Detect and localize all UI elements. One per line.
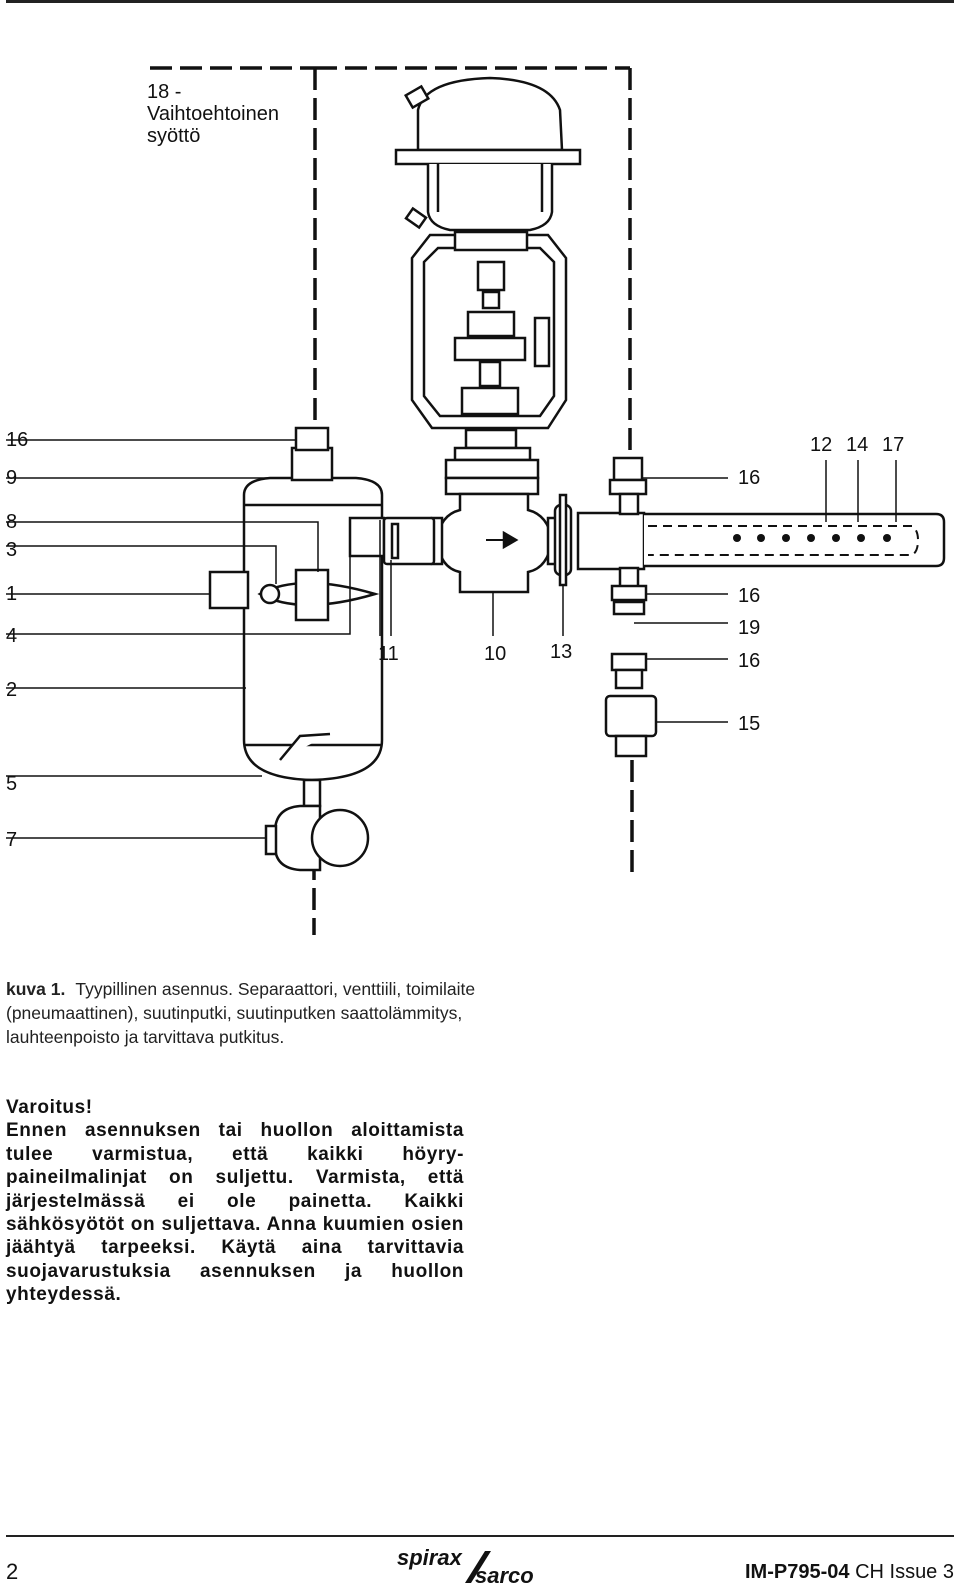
document-code: IM-P795-04: [745, 1561, 850, 1583]
callout-16-right-b: 16: [738, 585, 760, 607]
callout-leader-lines: [6, 439, 897, 839]
pneumatic-actuator: [394, 76, 582, 496]
bottom-rule: [6, 1535, 954, 1537]
callout-19: 19: [738, 617, 760, 639]
control-valve-body: [430, 492, 560, 594]
alt-supply-line-3: syöttö: [147, 125, 200, 147]
callout-4: 4: [6, 625, 17, 647]
callout-10: 10: [484, 643, 506, 665]
figure-label: kuva 1.: [6, 979, 66, 999]
logo-brand-bottom: sarco: [475, 1563, 534, 1585]
installation-diagram: 18 - Vaihtoehtoinen syöttö 16 9 8 3 1 4 …: [6, 66, 946, 935]
page-number: 2: [6, 1559, 19, 1584]
callout-16-right-a: 16: [738, 467, 760, 489]
callout-labels: 16 9 8 3 1 4 2 5 7 11 10 13 12 14 17 16 …: [6, 429, 904, 851]
callout-12: 12: [810, 434, 832, 456]
alt-supply-line-2: Vaihtoehtoinen: [147, 103, 279, 125]
document-issue: CH Issue 3: [855, 1561, 954, 1583]
logo-brand-top: spirax: [397, 1547, 463, 1570]
figure-caption: kuva 1.Tyypillinen asennus. Separaattori…: [6, 977, 476, 1049]
callout-14: 14: [846, 434, 868, 456]
document-reference: IM-P795-04 CH Issue 3: [745, 1561, 954, 1584]
callout-13: 13: [550, 641, 572, 663]
callout-7: 7: [6, 829, 17, 851]
nozzle-pipe: [576, 456, 946, 758]
alternative-supply-dashed-line: [150, 66, 634, 935]
figure-caption-text: Tyypillinen asennus. Separaattori, ventt…: [6, 979, 476, 1047]
callout-9: 9: [6, 467, 17, 489]
alt-supply-line-1: 18 -: [147, 81, 181, 103]
separator-vessel: [208, 426, 436, 808]
callout-17: 17: [882, 434, 904, 456]
warning-block: Varoitus! Ennen asennuksen tai huollon a…: [6, 1096, 464, 1307]
callout-3: 3: [6, 539, 17, 561]
spirax-sarco-logo: spirax sarco: [397, 1547, 534, 1585]
callout-16-left: 16: [6, 429, 28, 451]
warning-body: Ennen asennuksen tai huollon aloittamist…: [6, 1120, 464, 1306]
top-rule: [6, 0, 954, 3]
callout-1: 1: [6, 583, 17, 605]
union-fitting: [553, 493, 573, 587]
callout-11: 11: [378, 643, 399, 665]
callout-8: 8: [6, 511, 17, 533]
alt-supply-label: 18 - Vaihtoehtoinen syöttö: [147, 81, 279, 147]
callout-15: 15: [738, 713, 760, 735]
steam-trap: [264, 804, 370, 872]
callout-5: 5: [6, 773, 17, 795]
page-footer: 2 spirax sarco IM-P795-04 CH Issue 3: [0, 1545, 960, 1585]
callout-16-right-c: 16: [738, 650, 760, 672]
callout-2: 2: [6, 679, 17, 701]
warning-title: Varoitus!: [6, 1097, 93, 1118]
